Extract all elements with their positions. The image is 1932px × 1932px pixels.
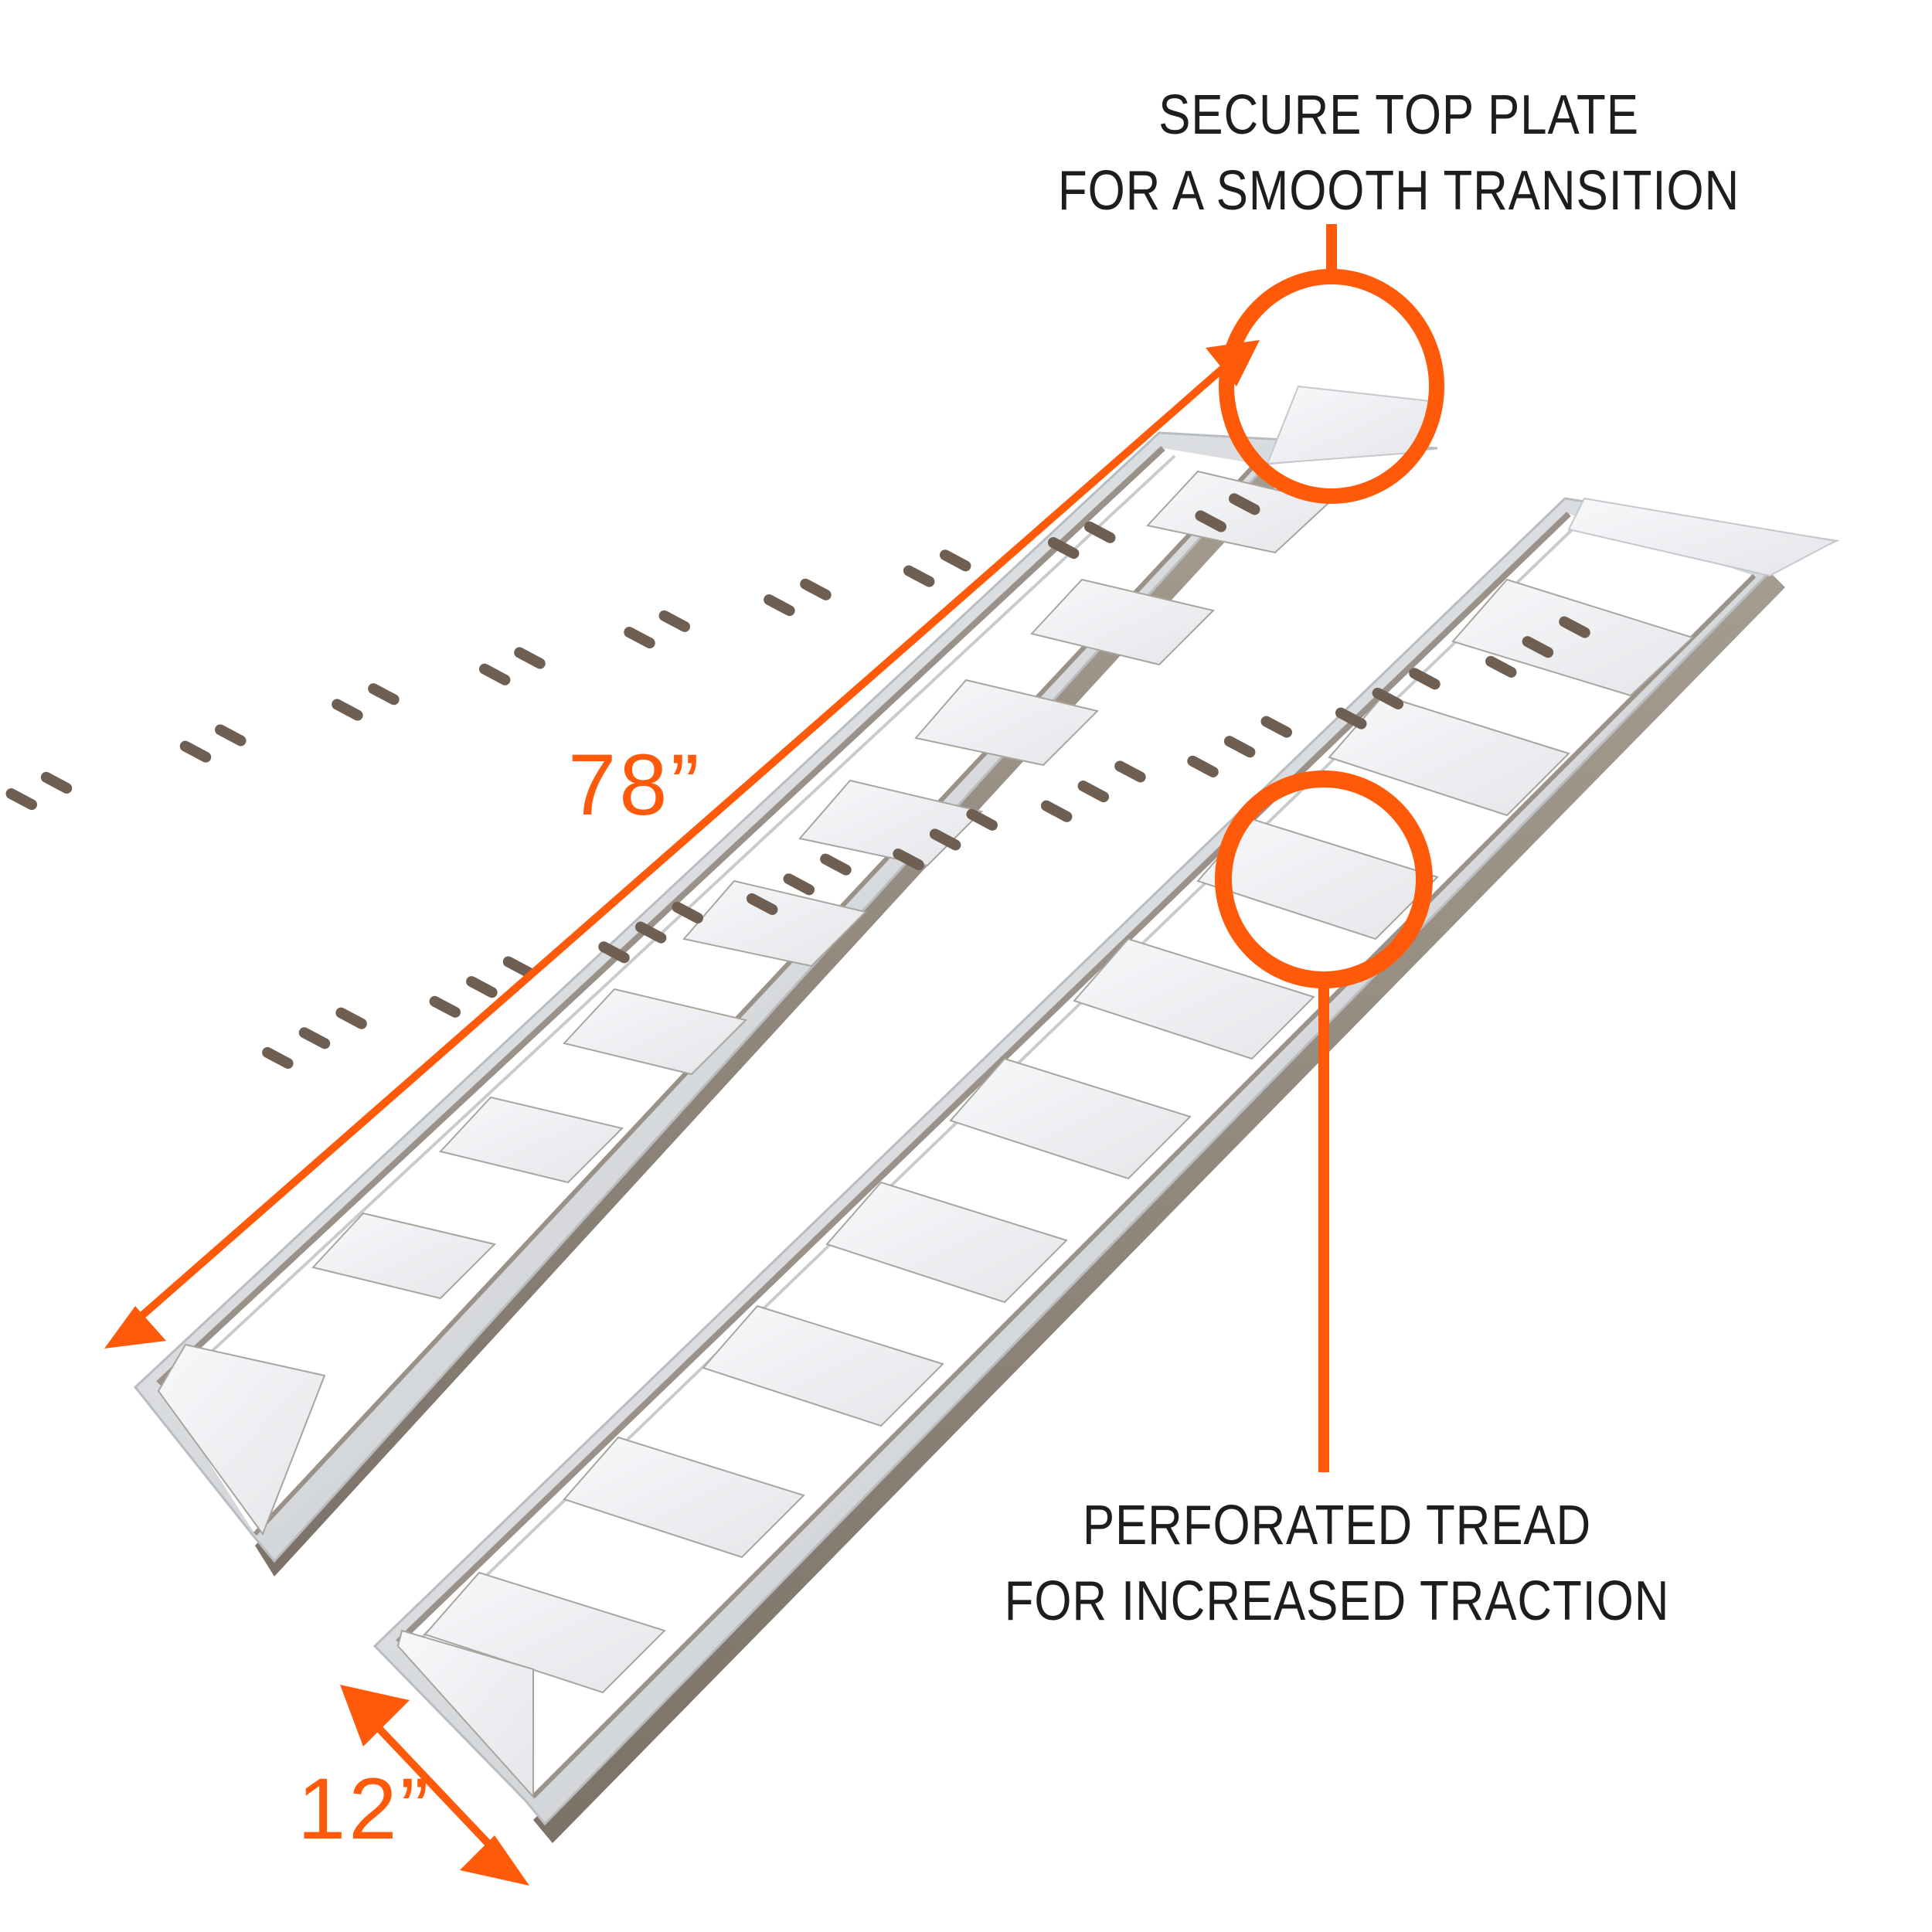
width-double-arrow-icon	[340, 1685, 529, 1886]
tread-callout-circle-highlight-icon	[1215, 770, 1433, 1472]
top-plate-callout-circle-highlight-icon	[1219, 224, 1444, 504]
top-plate-caption: SECURE TOP PLATE FOR A SMOOTH TRANSITION	[1020, 77, 1777, 229]
width-dimension-label: 12”	[298, 1760, 432, 1857]
tread-caption-line1: PERFORATED TREAD	[1082, 1495, 1592, 1556]
left-ramp	[4, 385, 1439, 1577]
tread-caption-line2: FOR INCREASED TRACTION	[1004, 1570, 1670, 1632]
top-plate-caption-line2: FOR A SMOOTH TRANSITION	[1057, 160, 1740, 222]
top-plate-caption-line1: SECURE TOP PLATE	[1158, 84, 1639, 146]
right-ramp	[260, 497, 1840, 1843]
tread-caption: PERFORATED TREAD FOR INCREASED TRACTION	[971, 1488, 1702, 1639]
length-dimension-label: 78”	[568, 736, 702, 833]
